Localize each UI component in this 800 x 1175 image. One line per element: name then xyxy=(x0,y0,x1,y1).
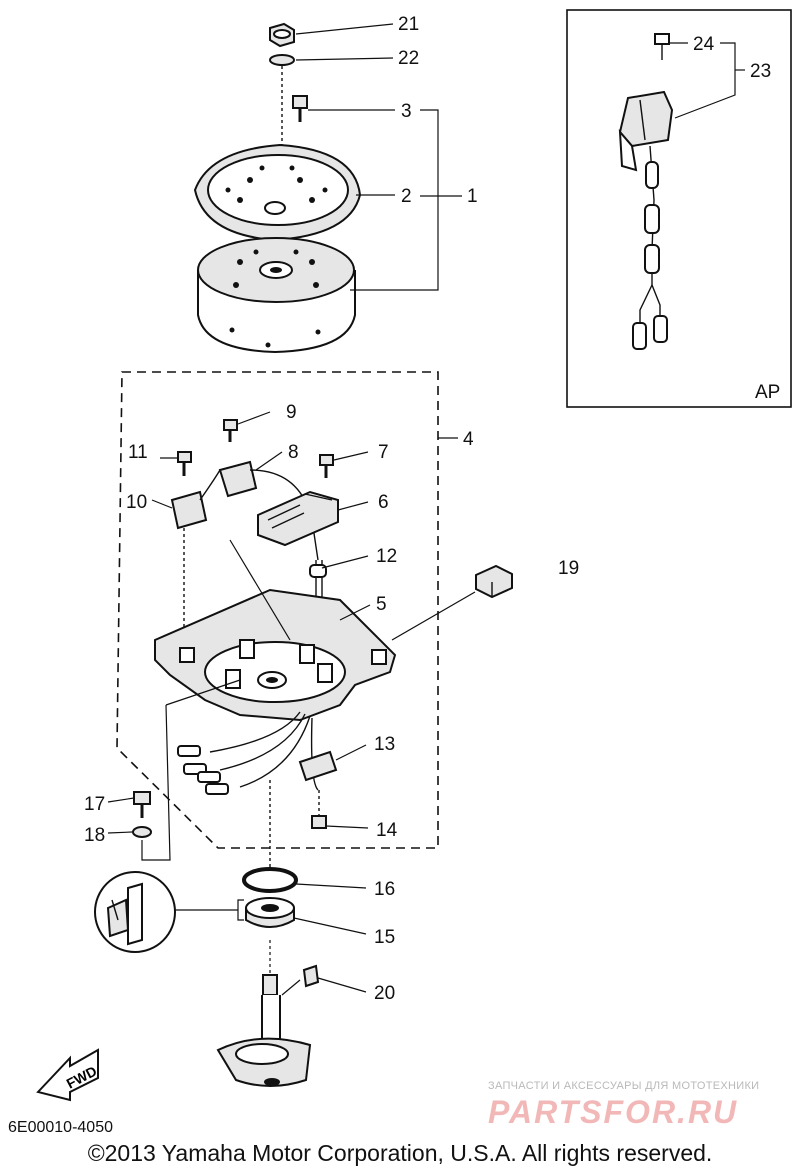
watermark-brand: PARTSFOR.RU xyxy=(488,1094,739,1130)
callout-23: 23 xyxy=(750,61,771,82)
forward-direction-arrow: FWD xyxy=(36,1048,99,1102)
callout-9: 9 xyxy=(286,402,297,423)
wire-harness-drawing xyxy=(177,711,319,795)
callout-15: 15 xyxy=(374,927,395,948)
callout-17: 17 xyxy=(84,794,105,815)
callout-10: 10 xyxy=(126,492,147,513)
callout-8: 8 xyxy=(288,442,299,463)
seal-detail-circle xyxy=(94,871,176,953)
flywheel-cover-drawing xyxy=(193,143,362,242)
callout-5: 5 xyxy=(376,594,387,615)
bolt-17-drawing xyxy=(133,791,151,818)
cap-19-drawing xyxy=(475,564,513,599)
callout-3: 3 xyxy=(401,101,412,122)
callout-1: 1 xyxy=(467,186,478,207)
callout-24: 24 xyxy=(693,34,715,55)
callout-6: 6 xyxy=(378,492,389,513)
callout-14: 14 xyxy=(376,820,398,841)
callout-22: 22 xyxy=(398,48,419,69)
coil-10-drawing xyxy=(170,469,221,640)
callout-18: 18 xyxy=(84,825,105,846)
screw-7-drawing xyxy=(319,454,334,478)
callout-16: 16 xyxy=(374,879,395,900)
callout-19: 19 xyxy=(558,558,579,579)
pulser-coil-8-drawing xyxy=(218,460,319,561)
stator-assembly-outline xyxy=(116,371,439,849)
copyright-notice: ©2013 Yamaha Motor Corporation, U.S.A. A… xyxy=(87,1140,713,1166)
screw-11-drawing xyxy=(177,451,192,476)
washer-22-drawing xyxy=(269,54,295,66)
callout-13: 13 xyxy=(374,734,395,755)
ap-inset-frame xyxy=(566,9,792,408)
flywheel-rotor-drawing xyxy=(197,237,356,354)
washer-18-drawing xyxy=(132,826,152,838)
clamp-13-drawing xyxy=(298,750,338,782)
diagram-code: 6E00010-4050 xyxy=(8,1119,113,1136)
screw-9-drawing xyxy=(223,419,238,442)
oil-seal-15-drawing xyxy=(245,897,295,928)
ap-inset-label: AP xyxy=(755,382,780,403)
callout-11: 11 xyxy=(128,442,148,463)
watermark-tagline: ЗАПЧАСТИ И АКСЕССУАРЫ ДЛЯ МОТОТЕХНИКИ xyxy=(488,1080,760,1092)
nut-21-drawing xyxy=(269,22,295,48)
callout-2: 2 xyxy=(401,186,412,207)
o-ring-16-drawing xyxy=(242,867,298,893)
callout-20: 20 xyxy=(374,983,395,1004)
callout-7: 7 xyxy=(378,442,389,463)
charge-coil-6-drawing xyxy=(257,490,339,547)
ap-cdi-unit-drawing xyxy=(618,33,674,350)
bolt-3-drawing xyxy=(292,95,308,122)
callout-21: 21 xyxy=(398,14,419,35)
callout-12: 12 xyxy=(376,546,397,567)
woodruff-key-20-drawing xyxy=(302,964,320,988)
stator-base-5-drawing xyxy=(154,588,397,722)
callout-4: 4 xyxy=(463,429,474,450)
crankshaft-drawing xyxy=(216,974,312,1087)
screw-14-drawing xyxy=(311,790,327,829)
